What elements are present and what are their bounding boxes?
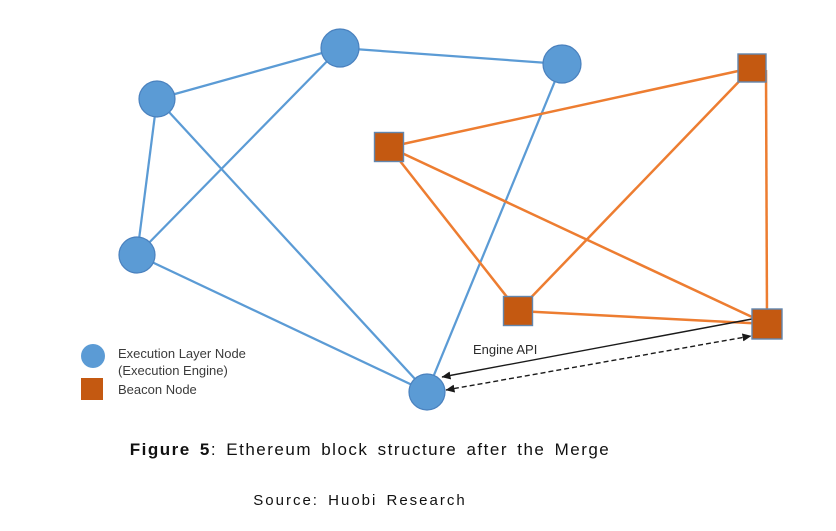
execution-edge [136,47,341,256]
execution-node-E5 [408,373,446,411]
execution-node-E2 [320,28,360,68]
execution-node-E3 [542,44,582,84]
legend-execution-sublabel: (Execution Engine) [118,363,228,378]
beacon-node-B4 [751,308,783,340]
execution-node-E4 [118,236,156,274]
execution-edge [136,253,428,394]
beacon-node-B1 [373,131,405,163]
execution-edge [339,46,563,66]
legend-execution-label: Execution Layer Node [118,346,246,361]
source-line: Source: Huobi Research [253,492,467,509]
figure-caption-text: : Ethereum block structure after the Mer… [210,440,611,459]
beacon-edge [517,309,768,326]
beacon-edge [388,145,768,326]
execution-node-swatch [81,344,105,368]
figure-caption-number: Figure 5 [129,440,211,459]
beacon-edge [388,146,519,312]
engine-api-label: Engine API [473,342,538,357]
beacon-edge [517,67,753,312]
figure-caption: Figure 5: Ethereum block structure after… [0,440,740,460]
execution-node-E1 [138,80,176,118]
execution-edge [135,98,159,256]
beacon-node-swatch [81,378,103,400]
execution-edge [156,98,428,393]
beacon-node-B2 [737,53,767,83]
engine-api-connector-dashed [445,333,752,393]
beacon-edge [764,69,769,321]
execution-edge [156,46,341,101]
beacon-node-B3 [502,295,534,327]
legend-beacon-label: Beacon Node [118,382,197,397]
beacon-edge [388,66,753,149]
